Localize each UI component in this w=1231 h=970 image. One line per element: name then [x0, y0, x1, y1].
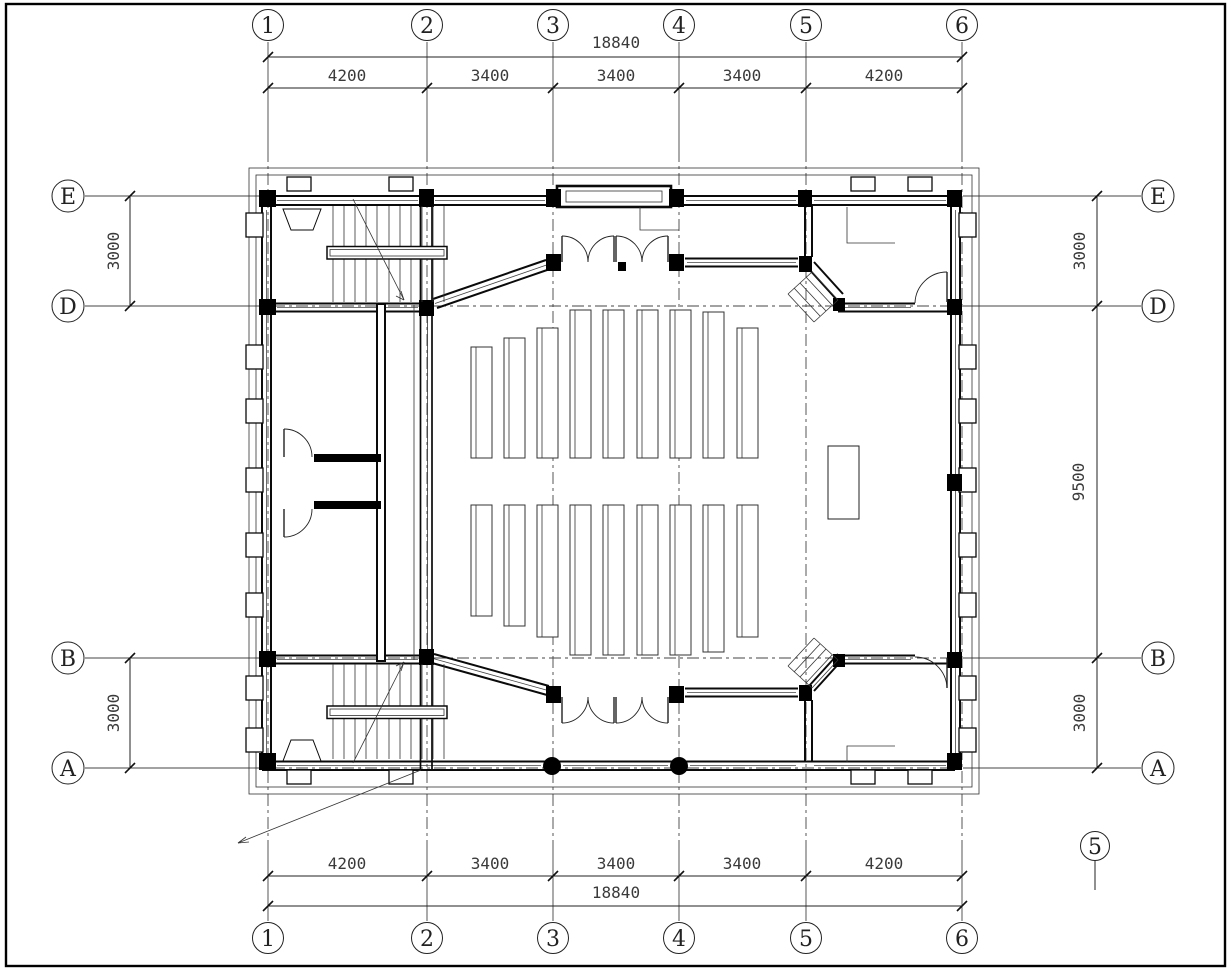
dim-overall-bottom: 18840	[592, 883, 640, 902]
building-plan	[237, 167, 980, 844]
stair-northwest	[282, 198, 448, 302]
bubble-rowE-left: E	[60, 185, 76, 210]
detail-marker-label: 5	[1088, 835, 1102, 860]
bubble-col2-top: 2	[420, 14, 434, 39]
stage-podium	[827, 445, 860, 520]
bubble-col3-top: 3	[546, 14, 560, 39]
grid-bubbles-left: E D B A	[51, 179, 85, 785]
dim-right-seg-1: 3000	[1070, 232, 1089, 271]
porch-column-right	[670, 757, 688, 775]
dim-top-seg-2: 3400	[471, 66, 510, 85]
bubble-col5-top: 5	[799, 14, 813, 39]
dim-left-seg-1: 3000	[104, 232, 123, 271]
bubble-col4-bottom: 4	[672, 927, 686, 952]
dimension-right: 3000 9500 3000	[1069, 190, 1103, 774]
grid-bubbles-top: 1 2 3 4 5 6	[252, 9, 978, 41]
leader-lines	[237, 207, 895, 844]
porch-column-left	[543, 757, 561, 775]
dim-bottom-seg-2: 3400	[471, 854, 510, 873]
bubble-rowD-right: D	[1149, 295, 1167, 320]
dim-overall-top: 18840	[592, 33, 640, 52]
dim-top-seg-4: 3400	[723, 66, 762, 85]
dim-top-seg-5: 4200	[865, 66, 904, 85]
facade-pilasters	[245, 176, 977, 785]
bubble-rowA-left: A	[59, 757, 77, 782]
bubble-col2-bottom: 2	[420, 927, 434, 952]
bubble-col6-top: 6	[955, 14, 969, 39]
grid-axis-lines	[85, 42, 1141, 921]
bubble-rowE-right: E	[1150, 185, 1166, 210]
stage-corner-steps-north	[787, 271, 839, 323]
bubble-col6-bottom: 6	[955, 927, 969, 952]
dim-top-seg-3: 3400	[597, 66, 636, 85]
dim-right-seg-3: 3000	[1070, 694, 1089, 733]
grid-bubbles-bottom: 1 2 3 4 5 6	[252, 922, 978, 954]
dimension-bottom: 4200 3400 3400 3400 4200 18840	[262, 854, 968, 912]
stair-southwest	[282, 661, 448, 764]
grid-bubbles-right: E D B A	[1141, 179, 1175, 785]
exterior-walls	[261, 195, 961, 771]
dim-top-seg-1: 4200	[328, 66, 367, 85]
sheet-border-frame	[4, 2, 1227, 968]
dim-right-seg-2: 9500	[1069, 463, 1088, 502]
stage-corner-steps-south	[787, 637, 839, 689]
dimension-top: 18840 4200 3400 3400 3400 4200	[262, 33, 968, 94]
bubble-col1-top: 1	[261, 14, 275, 39]
bubble-col5-bottom: 5	[799, 927, 813, 952]
dim-left-seg-2: 3000	[104, 694, 123, 733]
interior-walls	[262, 196, 951, 770]
dimension-left: 3000 3000	[104, 190, 136, 774]
doors	[283, 235, 948, 724]
dim-bottom-seg-1: 4200	[328, 854, 367, 873]
bubble-rowB-left: B	[60, 647, 76, 672]
dim-bottom-seg-3: 3400	[597, 854, 636, 873]
dim-bottom-seg-5: 4200	[865, 854, 904, 873]
pew-rows	[470, 309, 759, 656]
bubble-col4-top: 4	[672, 14, 686, 39]
bubble-col1-bottom: 1	[261, 927, 275, 952]
north-entrance-porch	[555, 184, 673, 209]
bubble-rowA-right: A	[1149, 757, 1167, 782]
structural-columns	[259, 189, 962, 775]
dim-bottom-seg-4: 3400	[723, 854, 762, 873]
bubble-rowD-left: D	[59, 295, 77, 320]
bubble-col3-bottom: 3	[546, 927, 560, 952]
detail-marker-bubble: 5	[1080, 831, 1110, 890]
bubble-rowB-right: B	[1150, 647, 1166, 672]
